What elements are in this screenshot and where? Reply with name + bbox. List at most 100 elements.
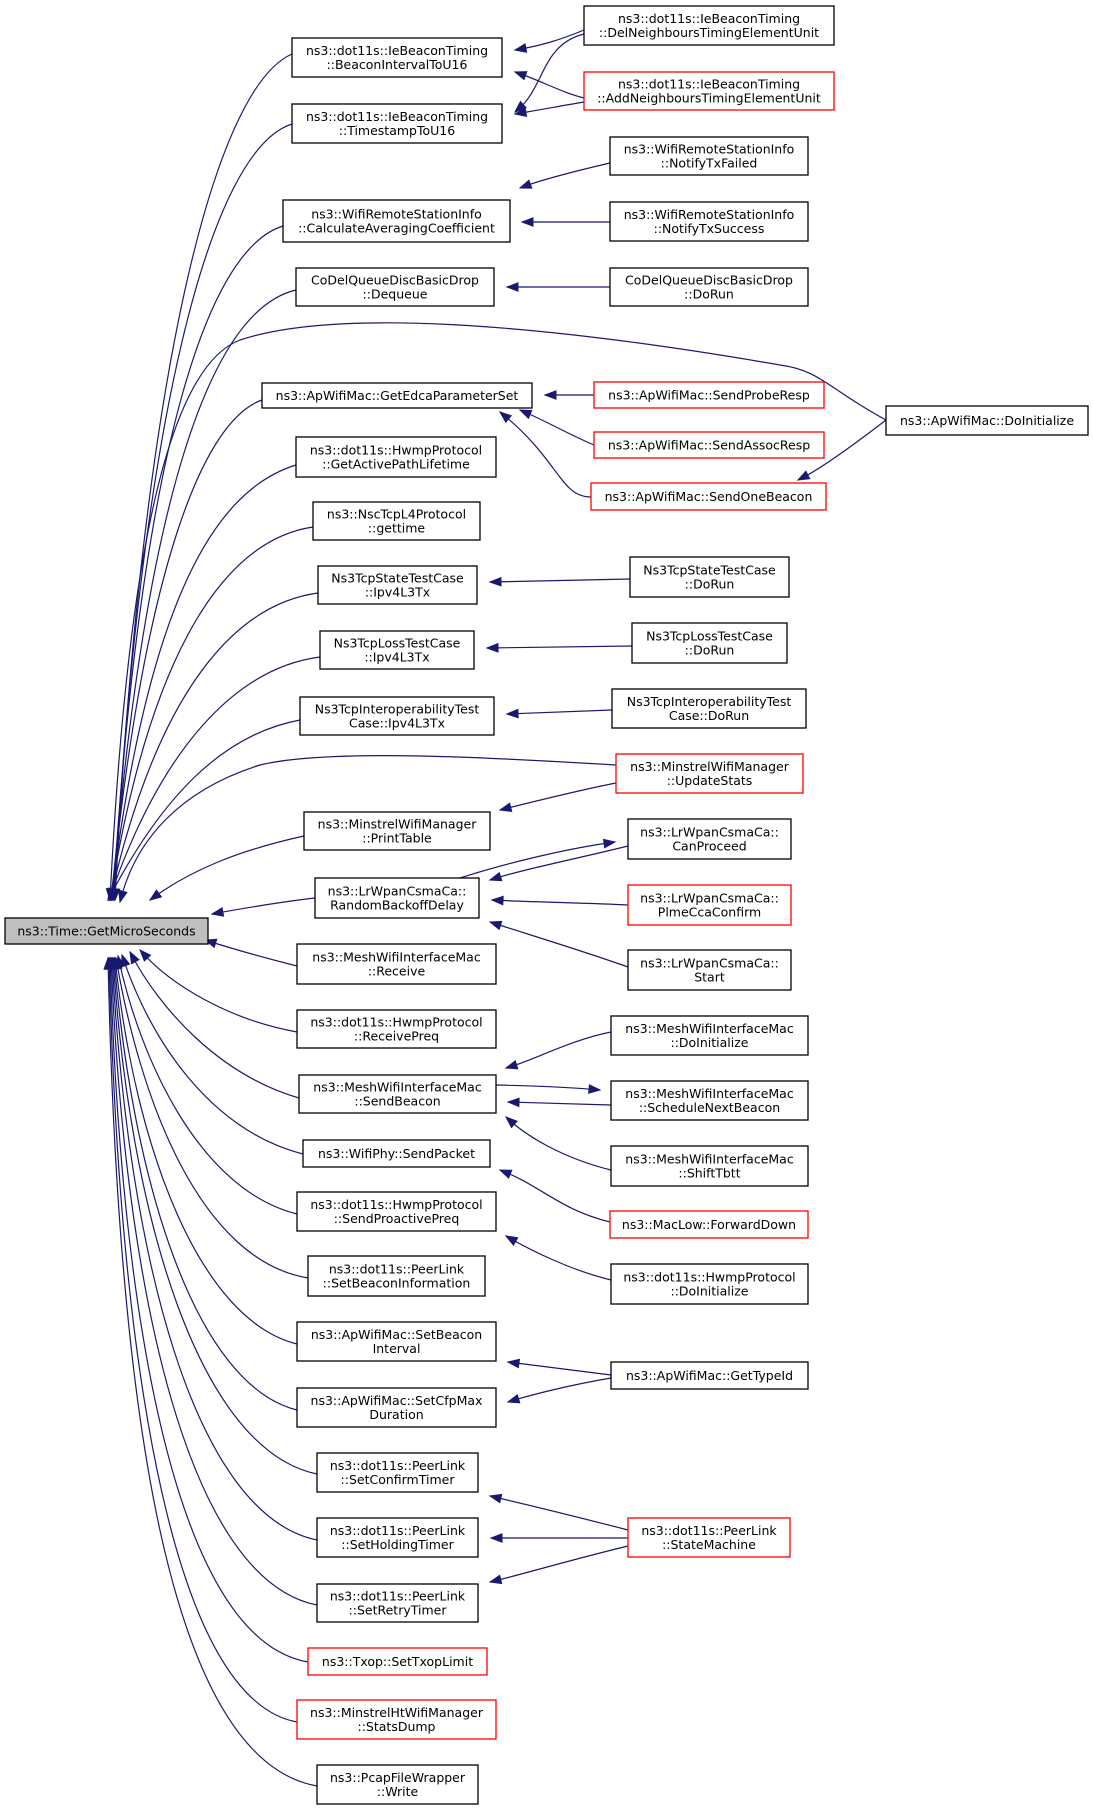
node-m13[interactable]: ns3::LrWpanCsmaCa::CanProceed xyxy=(627,818,792,860)
node-n13[interactable]: ns3::MeshWifiInterfaceMac::Receive xyxy=(296,943,497,985)
node-box[interactable] xyxy=(610,1263,809,1305)
node-m14[interactable]: ns3::LrWpanCsmaCa::PlmeCcaConfirm xyxy=(627,884,792,926)
node-box[interactable] xyxy=(627,1517,791,1558)
node-box[interactable] xyxy=(291,37,503,78)
node-m15[interactable]: ns3::LrWpanCsmaCa::Start xyxy=(627,949,792,991)
node-box[interactable] xyxy=(298,1074,497,1114)
node-box[interactable] xyxy=(302,1139,491,1168)
node-box[interactable] xyxy=(627,818,792,860)
node-n17[interactable]: ns3::dot11s::HwmpProtocol::SendProactive… xyxy=(296,1191,497,1232)
node-box[interactable] xyxy=(615,753,804,794)
node-m17[interactable]: ns3::MeshWifiInterfaceMac::ScheduleNextB… xyxy=(610,1080,809,1121)
node-box[interactable] xyxy=(610,1361,809,1390)
node-box[interactable] xyxy=(885,405,1089,436)
node-m7[interactable]: ns3::ApWifiMac::SendAssocResp xyxy=(593,431,825,459)
node-m10[interactable]: Ns3TcpLossTestCase::DoRun xyxy=(631,622,788,664)
node-box[interactable] xyxy=(319,630,475,670)
node-box[interactable] xyxy=(291,103,503,144)
node-m18[interactable]: ns3::MeshWifiInterfaceMac::ShiftTbtt xyxy=(610,1145,809,1187)
node-n15[interactable]: ns3::MeshWifiInterfaceMac::SendBeacon xyxy=(298,1074,497,1114)
node-box[interactable] xyxy=(609,267,809,307)
node-box[interactable] xyxy=(610,1015,809,1056)
node-box[interactable] xyxy=(609,201,809,242)
node-r1[interactable]: ns3::ApWifiMac::DoInitialize xyxy=(885,405,1089,436)
node-box[interactable] xyxy=(296,1191,497,1232)
node-n14[interactable]: ns3::dot11s::HwmpProtocol::ReceivePreq xyxy=(296,1009,497,1049)
node-m22[interactable]: ns3::dot11s::PeerLink::StateMachine xyxy=(627,1517,791,1558)
node-n24[interactable]: ns3::Txop::SetTxopLimit xyxy=(307,1647,488,1676)
node-n25[interactable]: ns3::MinstrelHtWifiManager::StatsDump xyxy=(296,1699,497,1740)
node-n4[interactable]: CoDelQueueDiscBasicDrop::Dequeue xyxy=(295,267,495,307)
node-m12[interactable]: ns3::MinstrelWifiManager::UpdateStats xyxy=(615,753,804,794)
node-box[interactable] xyxy=(629,556,790,598)
node-m6[interactable]: ns3::ApWifiMac::SendProbeResp xyxy=(593,381,825,409)
node-m19[interactable]: ns3::MacLow::ForwardDown xyxy=(609,1210,809,1239)
node-n26[interactable]: ns3::PcapFileWrapper::Write xyxy=(316,1764,479,1805)
node-n7[interactable]: ns3::NscTcpL4Protocol::gettime xyxy=(312,501,481,541)
node-n23[interactable]: ns3::dot11s::PeerLink::SetRetryTimer xyxy=(316,1583,479,1623)
node-n3[interactable]: ns3::WifiRemoteStationInfo::CalculateAve… xyxy=(282,199,511,243)
node-box[interactable] xyxy=(593,381,825,409)
node-m4[interactable]: ns3::WifiRemoteStationInfo::NotifyTxSucc… xyxy=(609,201,809,242)
node-n1[interactable]: ns3::dot11s::IeBeaconTiming::BeaconInter… xyxy=(291,37,503,78)
node-n12[interactable]: ns3::LrWpanCsmaCa::RandomBackoffDelay xyxy=(314,877,480,919)
node-box[interactable] xyxy=(295,436,497,478)
node-box[interactable] xyxy=(4,917,209,945)
node-n18[interactable]: ns3::dot11s::PeerLink::SetBeaconInformat… xyxy=(307,1255,486,1297)
node-box[interactable] xyxy=(316,1583,479,1623)
node-m9[interactable]: Ns3TcpStateTestCase::DoRun xyxy=(629,556,790,598)
node-box[interactable] xyxy=(296,1321,497,1362)
node-box[interactable] xyxy=(610,1145,809,1187)
node-n2[interactable]: ns3::dot11s::IeBeaconTiming::TimestampTo… xyxy=(291,103,503,144)
node-m8[interactable]: ns3::ApWifiMac::SendOneBeacon xyxy=(590,482,827,511)
node-box[interactable] xyxy=(317,565,478,605)
node-box[interactable] xyxy=(631,622,788,664)
node-root[interactable]: ns3::Time::GetMicroSeconds xyxy=(4,917,209,945)
node-box[interactable] xyxy=(295,267,495,307)
node-m21[interactable]: ns3::ApWifiMac::GetTypeId xyxy=(610,1361,809,1390)
node-box[interactable] xyxy=(627,949,792,991)
node-m16[interactable]: ns3::MeshWifiInterfaceMac::DoInitialize xyxy=(610,1015,809,1056)
node-m20[interactable]: ns3::dot11s::HwmpProtocol::DoInitialize xyxy=(610,1263,809,1305)
node-box[interactable] xyxy=(303,811,491,851)
node-n16[interactable]: ns3::WifiPhy::SendPacket xyxy=(302,1139,491,1168)
node-box[interactable] xyxy=(296,943,497,985)
node-n8[interactable]: Ns3TcpStateTestCase::Ipv4L3Tx xyxy=(317,565,478,605)
node-n9[interactable]: Ns3TcpLossTestCase::Ipv4L3Tx xyxy=(319,630,475,670)
node-n6[interactable]: ns3::dot11s::HwmpProtocol::GetActivePath… xyxy=(295,436,497,478)
node-box[interactable] xyxy=(314,877,480,919)
node-m1[interactable]: ns3::dot11s::IeBeaconTiming::DelNeighbou… xyxy=(583,5,835,46)
node-box[interactable] xyxy=(583,71,835,111)
node-box[interactable] xyxy=(590,482,827,511)
node-box[interactable] xyxy=(609,136,809,176)
node-box[interactable] xyxy=(609,1210,809,1239)
node-box[interactable] xyxy=(261,382,533,409)
node-box[interactable] xyxy=(611,688,807,729)
node-box[interactable] xyxy=(296,1387,497,1428)
node-box[interactable] xyxy=(316,1764,479,1805)
node-n5[interactable]: ns3::ApWifiMac::GetEdcaParameterSet xyxy=(261,382,533,409)
node-m5[interactable]: CoDelQueueDiscBasicDrop::DoRun xyxy=(609,267,809,307)
node-box[interactable] xyxy=(627,884,792,926)
node-m2[interactable]: ns3::dot11s::IeBeaconTiming::AddNeighbou… xyxy=(583,71,835,111)
node-box[interactable] xyxy=(610,1080,809,1121)
node-m3[interactable]: ns3::WifiRemoteStationInfo::NotifyTxFail… xyxy=(609,136,809,176)
node-box[interactable] xyxy=(296,1009,497,1049)
node-box[interactable] xyxy=(299,696,495,736)
node-n22[interactable]: ns3::dot11s::PeerLink::SetHoldingTimer xyxy=(316,1517,479,1558)
node-box[interactable] xyxy=(307,1255,486,1297)
node-box[interactable] xyxy=(282,199,511,243)
node-n11[interactable]: ns3::MinstrelWifiManager::PrintTable xyxy=(303,811,491,851)
node-box[interactable] xyxy=(593,431,825,459)
node-box[interactable] xyxy=(316,1517,479,1558)
node-n21[interactable]: ns3::dot11s::PeerLink::SetConfirmTimer xyxy=(316,1452,479,1493)
node-box[interactable] xyxy=(296,1699,497,1740)
node-box[interactable] xyxy=(583,5,835,46)
node-box[interactable] xyxy=(307,1647,488,1676)
node-box[interactable] xyxy=(312,501,481,541)
node-box[interactable] xyxy=(316,1452,479,1493)
